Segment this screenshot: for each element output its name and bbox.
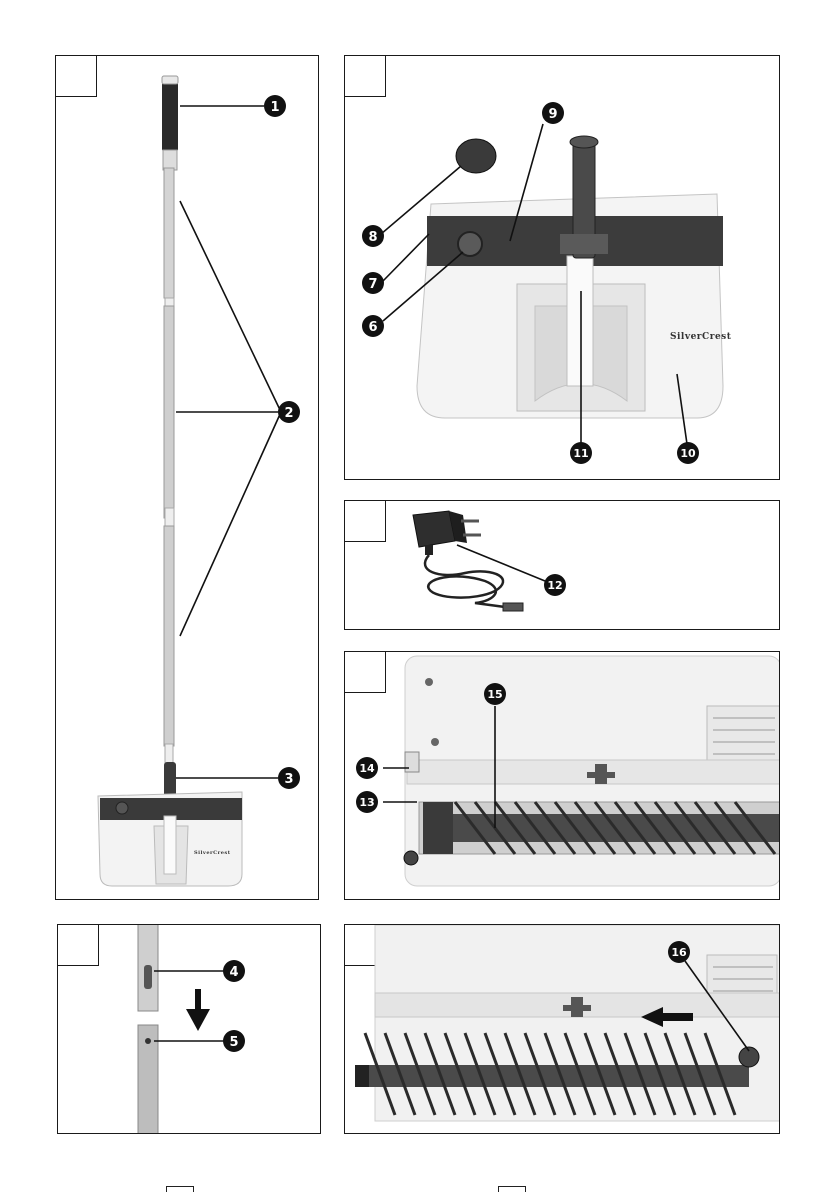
callout-9: 9	[542, 102, 564, 124]
sweeper-base-illustration: SilverCrest 8 7 6 9 11 10	[345, 56, 780, 480]
callout-5: 5	[223, 1030, 245, 1052]
svg-text:7: 7	[368, 277, 377, 292]
callout-14: 14	[356, 757, 378, 779]
svg-text:12: 12	[547, 579, 562, 592]
callout-16: 16	[668, 941, 690, 963]
figure-panel-charger: 12	[344, 500, 780, 630]
svg-text:11: 11	[573, 447, 588, 460]
callout-6: 6	[362, 315, 384, 337]
pole-segment-middle	[164, 306, 174, 518]
callout-3: 3	[278, 767, 300, 789]
crop-mark	[166, 1186, 194, 1192]
charging-socket-cap	[456, 139, 496, 173]
callout-13: 13	[356, 791, 378, 813]
svg-text:16: 16	[671, 946, 687, 959]
svg-text:5: 5	[229, 1035, 238, 1050]
figure-panel-pole-connection: 4 5	[57, 924, 321, 1134]
charger-cable	[425, 555, 505, 607]
svg-text:1: 1	[270, 100, 279, 115]
svg-text:4: 4	[229, 965, 238, 980]
callout-10: 10	[677, 442, 699, 464]
rating-label	[707, 706, 780, 766]
callout-4: 4	[223, 960, 245, 982]
svg-text:13: 13	[359, 796, 374, 809]
pole-connection-illustration: 4 5	[58, 925, 321, 1134]
callout-7: 7	[362, 272, 384, 294]
brand-logo-small: SilverCrest	[194, 850, 231, 856]
svg-text:8: 8	[368, 230, 377, 245]
sweeper-base-small: SilverCrest	[98, 792, 242, 886]
callout-12: 12	[544, 574, 566, 596]
brush-roller	[419, 802, 780, 854]
figure-panel-brush-removal: 16	[344, 924, 780, 1134]
charger-illustration: 12	[345, 501, 780, 630]
callout-8: 8	[362, 225, 384, 247]
brand-logo: SilverCrest	[670, 332, 732, 342]
callout-15: 15	[484, 683, 506, 705]
power-adapter	[413, 511, 481, 555]
callout-2: 2	[278, 401, 300, 423]
charger-plug	[503, 603, 523, 611]
figure-panel-sweeper-base: SilverCrest 8 7 6 9 11 10	[344, 55, 780, 480]
svg-text:2: 2	[284, 406, 293, 421]
pole-segment-upper	[164, 168, 174, 298]
figure-panel-underside-brush: 14 13 15	[344, 651, 780, 900]
svg-text:3: 3	[284, 772, 293, 787]
svg-text:6: 6	[368, 320, 377, 335]
crop-mark	[498, 1186, 526, 1192]
callout-11: 11	[570, 442, 592, 464]
pole-segment-lower	[164, 526, 174, 746]
sweeper-assembled-illustration: SilverCrest 1 2 3	[56, 56, 319, 900]
svg-text:15: 15	[487, 688, 502, 701]
callout-1: 1	[264, 95, 286, 117]
brush-removal-illustration: 16	[345, 925, 780, 1134]
svg-text:14: 14	[359, 762, 375, 775]
figure-panel-assembled-sweeper: SilverCrest 1 2 3	[55, 55, 319, 900]
arrow-down-icon	[186, 989, 210, 1031]
svg-text:9: 9	[548, 107, 557, 122]
svg-text:10: 10	[680, 447, 696, 460]
underside-brush-illustration: 14 13 15	[345, 652, 780, 900]
handle-grip	[162, 82, 178, 152]
